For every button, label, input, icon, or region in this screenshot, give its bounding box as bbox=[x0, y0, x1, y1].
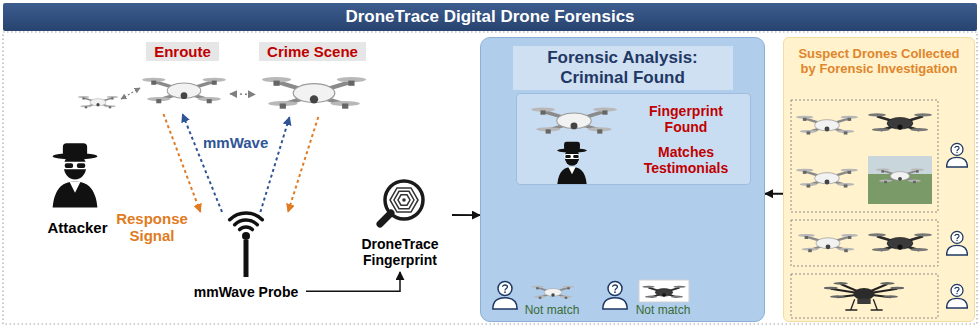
title-band: DroneTrace Digital Drone Forensics bbox=[3, 3, 977, 31]
attacker-figure bbox=[53, 143, 98, 207]
finding-text: Matches Testimonials bbox=[630, 144, 742, 176]
signal-label: Response Signal bbox=[112, 210, 192, 244]
drone-image bbox=[868, 233, 932, 251]
probe-signal bbox=[183, 114, 223, 212]
photo-frame bbox=[639, 280, 689, 302]
fingerprint-ring bbox=[398, 195, 410, 205]
drone-image bbox=[796, 116, 858, 135]
location-label: Crime Scene bbox=[259, 42, 366, 61]
drone-image bbox=[798, 234, 858, 252]
match-status: Not match bbox=[523, 303, 581, 317]
location-label: Enroute bbox=[146, 42, 219, 61]
fingerprint-ring bbox=[390, 188, 418, 212]
drone-image bbox=[142, 78, 226, 104]
panel-heading: Forensic Analysis: Criminal Found bbox=[513, 46, 733, 90]
fingerprint-label: DroneTrace Fingerprint bbox=[349, 236, 451, 268]
location-node: Crime Scene bbox=[255, 42, 370, 117]
antenna-dot bbox=[242, 232, 250, 240]
group-box bbox=[791, 274, 938, 318]
actor-label: Attacker bbox=[33, 219, 123, 236]
frame-border bbox=[3, 32, 977, 324]
attacker-node: Attacker bbox=[30, 118, 125, 238]
group-box bbox=[791, 100, 938, 212]
drone-image bbox=[876, 169, 924, 184]
probe-node: mmWave Probe bbox=[186, 212, 306, 302]
suspect-panel: Suspect Drones Collected by Forensic Inv… bbox=[783, 37, 975, 322]
drone-image bbox=[78, 96, 118, 108]
route-link bbox=[230, 93, 255, 95]
flow-arrow bbox=[452, 214, 480, 216]
drone-image bbox=[823, 282, 904, 310]
response-signal bbox=[288, 117, 318, 212]
magnifier-handle bbox=[380, 213, 391, 224]
title-text: DroneTrace Digital Drone Forensics bbox=[345, 7, 634, 27]
attacker-figure bbox=[557, 142, 586, 184]
fingerprint-core bbox=[402, 198, 406, 202]
photo-sky bbox=[868, 156, 932, 174]
signal-arc bbox=[235, 220, 258, 225]
person-icon bbox=[947, 284, 968, 308]
match-status: Not match bbox=[634, 303, 692, 317]
drone-image bbox=[262, 77, 366, 109]
magnifier-icon bbox=[380, 181, 423, 224]
link-line bbox=[121, 88, 140, 99]
fingerprint-ring bbox=[394, 191, 414, 208]
antenna-stem bbox=[244, 240, 249, 277]
device-label: mmWave Probe bbox=[187, 284, 305, 300]
antenna-icon bbox=[230, 213, 263, 277]
location-node: Enroute bbox=[135, 42, 230, 114]
panel-heading: Suspect Drones Collected by Forensic Inv… bbox=[794, 46, 964, 76]
suspect-illustration bbox=[784, 38, 974, 321]
fingerprint-node: DroneTrace Fingerprint bbox=[348, 180, 452, 272]
flow-arrow bbox=[765, 193, 783, 195]
signal-label: mmWave bbox=[201, 134, 270, 151]
drone-image bbox=[868, 113, 932, 131]
signal-arc bbox=[230, 213, 263, 220]
response-signal bbox=[164, 114, 201, 212]
signal-arc bbox=[240, 227, 253, 230]
drone-image bbox=[531, 286, 574, 299]
person-icon bbox=[947, 143, 968, 167]
finding-text: Fingerprint Found bbox=[630, 103, 742, 135]
flow-arrow bbox=[306, 272, 400, 291]
person-icon bbox=[603, 281, 627, 309]
drone-image bbox=[642, 286, 685, 298]
photo-ground bbox=[868, 156, 932, 204]
probe-signal bbox=[260, 117, 289, 212]
person-icon bbox=[947, 231, 968, 255]
drone-image bbox=[796, 169, 858, 188]
analysis-panel: Forensic Analysis: Criminal Found Finger… bbox=[480, 37, 765, 322]
drone-image bbox=[531, 107, 617, 133]
person-icon bbox=[493, 281, 517, 309]
finding-box: Fingerprint FoundMatches Testimonials bbox=[516, 93, 751, 185]
group-box bbox=[791, 220, 938, 266]
